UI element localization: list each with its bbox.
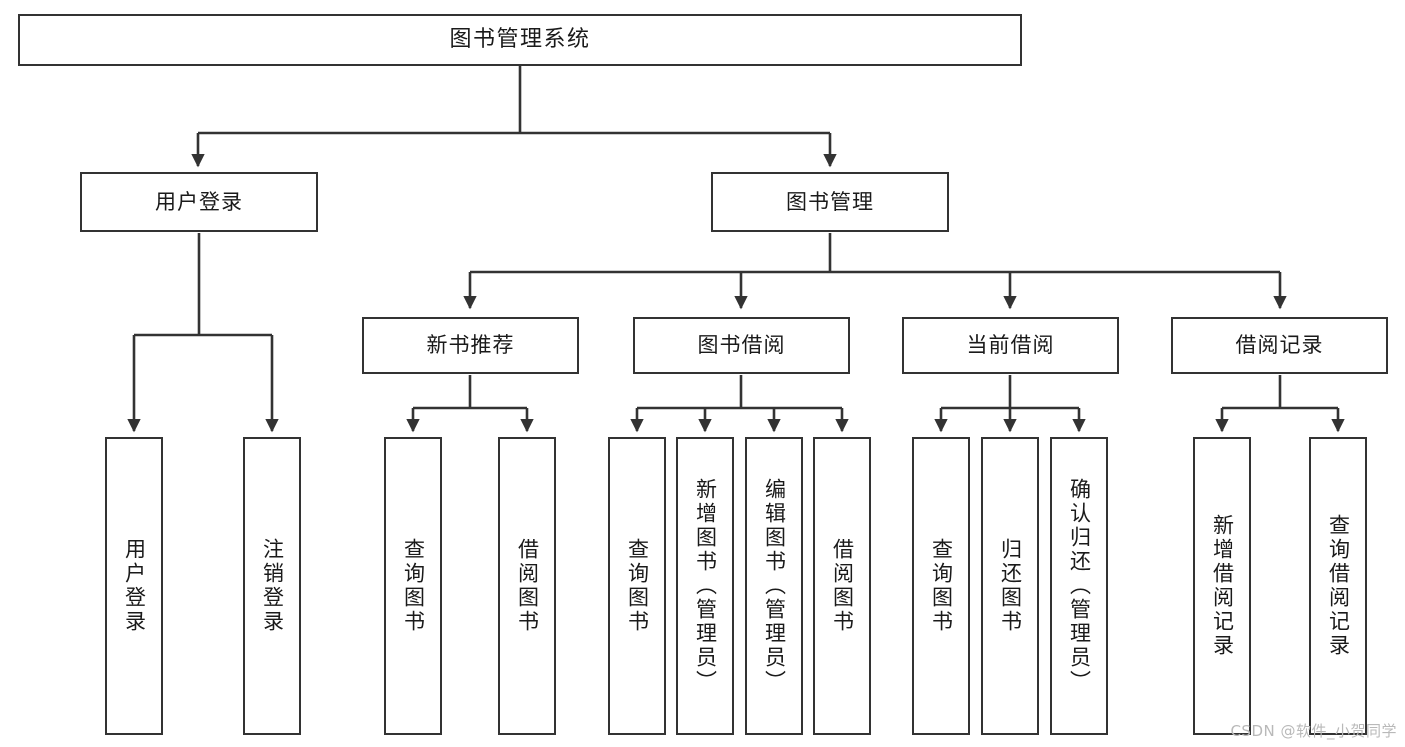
node-label: 查询借阅记录	[1326, 514, 1351, 658]
node-label: 借阅图书	[515, 538, 540, 634]
leaf-new-book-borrow[interactable]: 借阅图书	[498, 437, 556, 735]
leaf-current-confirm-return-admin[interactable]: 确认归还（管理员）	[1050, 437, 1108, 735]
watermark-credit: CSDN @软件_小贺同学	[1230, 722, 1397, 740]
leaf-user-login-login[interactable]: 用户登录	[105, 437, 163, 735]
node-label: 查询图书	[625, 538, 650, 634]
leaf-current-query-book[interactable]: 查询图书	[912, 437, 970, 735]
leaf-record-add-record[interactable]: 新增借阅记录	[1193, 437, 1251, 735]
leaf-borrow-query-book[interactable]: 查询图书	[608, 437, 666, 735]
node-label: 图书借阅	[697, 333, 786, 358]
node-label: 编辑图书（管理员）	[762, 478, 787, 694]
node-book-management[interactable]: 图书管理	[711, 172, 949, 232]
node-label: 图书管理	[786, 189, 874, 214]
node-label: 归还图书	[998, 538, 1023, 634]
node-user-login[interactable]: 用户登录	[80, 172, 318, 232]
leaf-borrow-borrow-book[interactable]: 借阅图书	[813, 437, 871, 735]
node-label: 借阅记录	[1235, 333, 1324, 358]
leaf-borrow-add-book-admin[interactable]: 新增图书（管理员）	[676, 437, 734, 735]
node-label: 查询图书	[401, 538, 426, 634]
node-label: 借阅图书	[830, 538, 855, 634]
leaf-new-book-query[interactable]: 查询图书	[384, 437, 442, 735]
node-root-book-management-system[interactable]: 图书管理系统	[18, 14, 1022, 66]
node-label: 新增借阅记录	[1210, 514, 1235, 658]
node-label: 确认归还（管理员）	[1067, 478, 1092, 694]
node-label: 查询图书	[929, 538, 954, 634]
node-label: 新书推荐	[426, 333, 515, 358]
node-label: 新增图书（管理员）	[693, 478, 718, 694]
node-label: 图书管理系统	[449, 27, 591, 53]
leaf-current-return-book[interactable]: 归还图书	[981, 437, 1039, 735]
leaf-borrow-edit-book-admin[interactable]: 编辑图书（管理员）	[745, 437, 803, 735]
node-label: 当前借阅	[966, 333, 1055, 358]
node-label: 用户登录	[155, 189, 243, 214]
node-current-borrow[interactable]: 当前借阅	[902, 317, 1119, 374]
node-label: 用户登录	[122, 538, 147, 634]
leaf-user-login-logout[interactable]: 注销登录	[243, 437, 301, 735]
node-new-book-recommend[interactable]: 新书推荐	[362, 317, 579, 374]
node-borrow-record[interactable]: 借阅记录	[1171, 317, 1388, 374]
node-label: 注销登录	[260, 538, 285, 634]
leaf-record-query-record[interactable]: 查询借阅记录	[1309, 437, 1367, 735]
node-book-borrow[interactable]: 图书借阅	[633, 317, 850, 374]
